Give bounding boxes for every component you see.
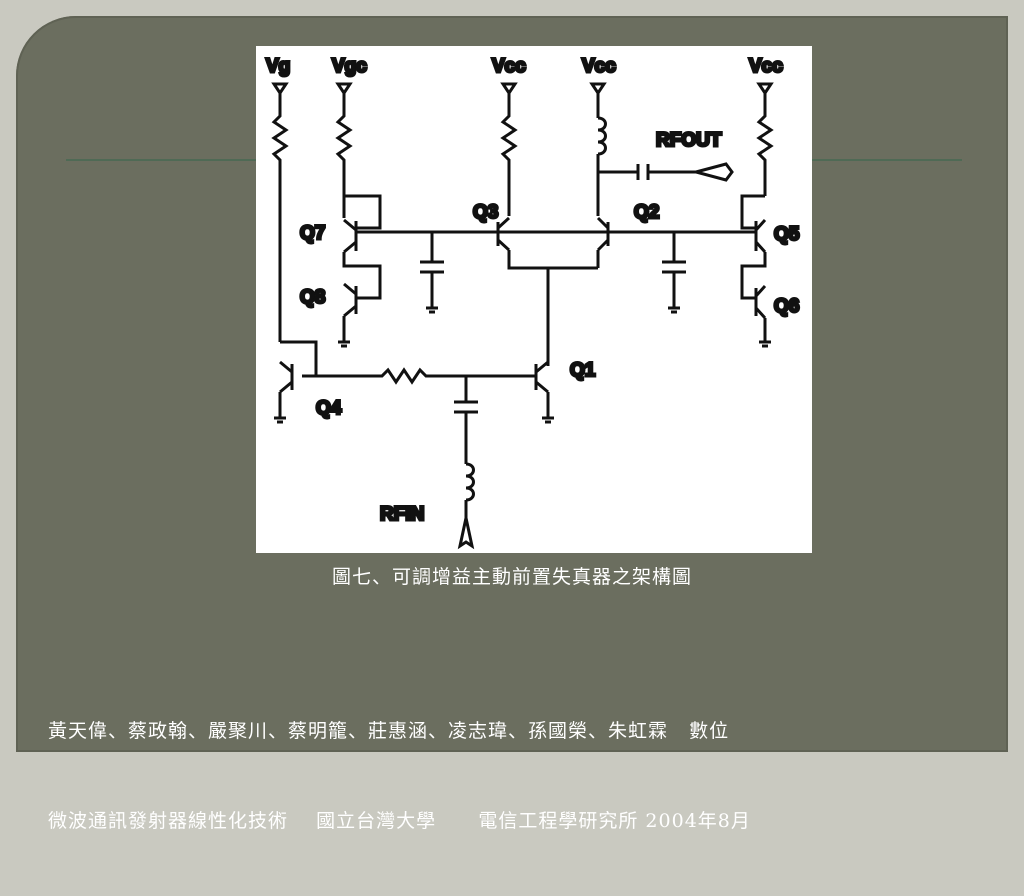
circuit-diagram: Vg Vgc Vcc Vcc Vcc [256, 46, 812, 553]
rfout-label: RFOUT [656, 130, 722, 151]
right-shunt-capacitor [662, 232, 686, 314]
supply-terminals [271, 82, 774, 96]
q7-label: Q7 [300, 223, 325, 244]
citation-line-1: 黃天偉、蔡政翰、嚴聚川、蔡明籠、莊惠涵、凌志瑋、孫國榮、朱虹霖 數位 [48, 720, 730, 742]
q2-label: Q2 [634, 202, 659, 223]
rfin-label: RFIN [380, 504, 424, 525]
vg-branch [271, 93, 318, 378]
vcc-label-q2: Vcc [582, 56, 616, 77]
q6-label: Q6 [774, 296, 799, 317]
q3-label: Q3 [473, 202, 498, 223]
figure-caption: 圖七、可調增益主動前置失真器之架構圖 [331, 566, 692, 588]
title-rule-right [812, 159, 962, 161]
circuit-schematic: Vg Vgc Vcc Vcc Vcc [265, 55, 801, 550]
vcc-label-q3: Vcc [492, 56, 526, 77]
vgc-label: Vgc [332, 56, 367, 77]
q2-transistor [596, 93, 756, 268]
q1-transistor [534, 268, 554, 424]
slide-background: Vg Vgc Vcc Vcc Vcc [16, 16, 1008, 832]
citation-line-2: 微波通訊發射器線性化技術 國立台灣大學 電信工程學研究所 2004年8月 [48, 810, 751, 832]
vgc-branch [335, 93, 382, 230]
rfout-port [636, 162, 734, 182]
q5-q6-bias-stack [740, 93, 774, 348]
title-rule-left [66, 159, 256, 161]
q4-transistor [274, 360, 536, 424]
vg-label: Vg [266, 56, 290, 77]
left-shunt-capacitor [420, 232, 444, 314]
q3-transistor [496, 93, 598, 270]
rfin-port [454, 376, 478, 550]
vcc-label-q5: Vcc [749, 56, 783, 77]
q8-label: Q8 [300, 287, 325, 308]
q8-transistor [338, 282, 358, 348]
citation-footer: 黃天偉、蔡政翰、嚴聚川、蔡明籠、莊惠涵、凌志瑋、孫國榮、朱虹霖 數位 微波通訊發… [48, 656, 948, 896]
q1-label: Q1 [570, 360, 596, 381]
q5-label: Q5 [774, 224, 800, 245]
q4-label: Q4 [316, 398, 342, 419]
